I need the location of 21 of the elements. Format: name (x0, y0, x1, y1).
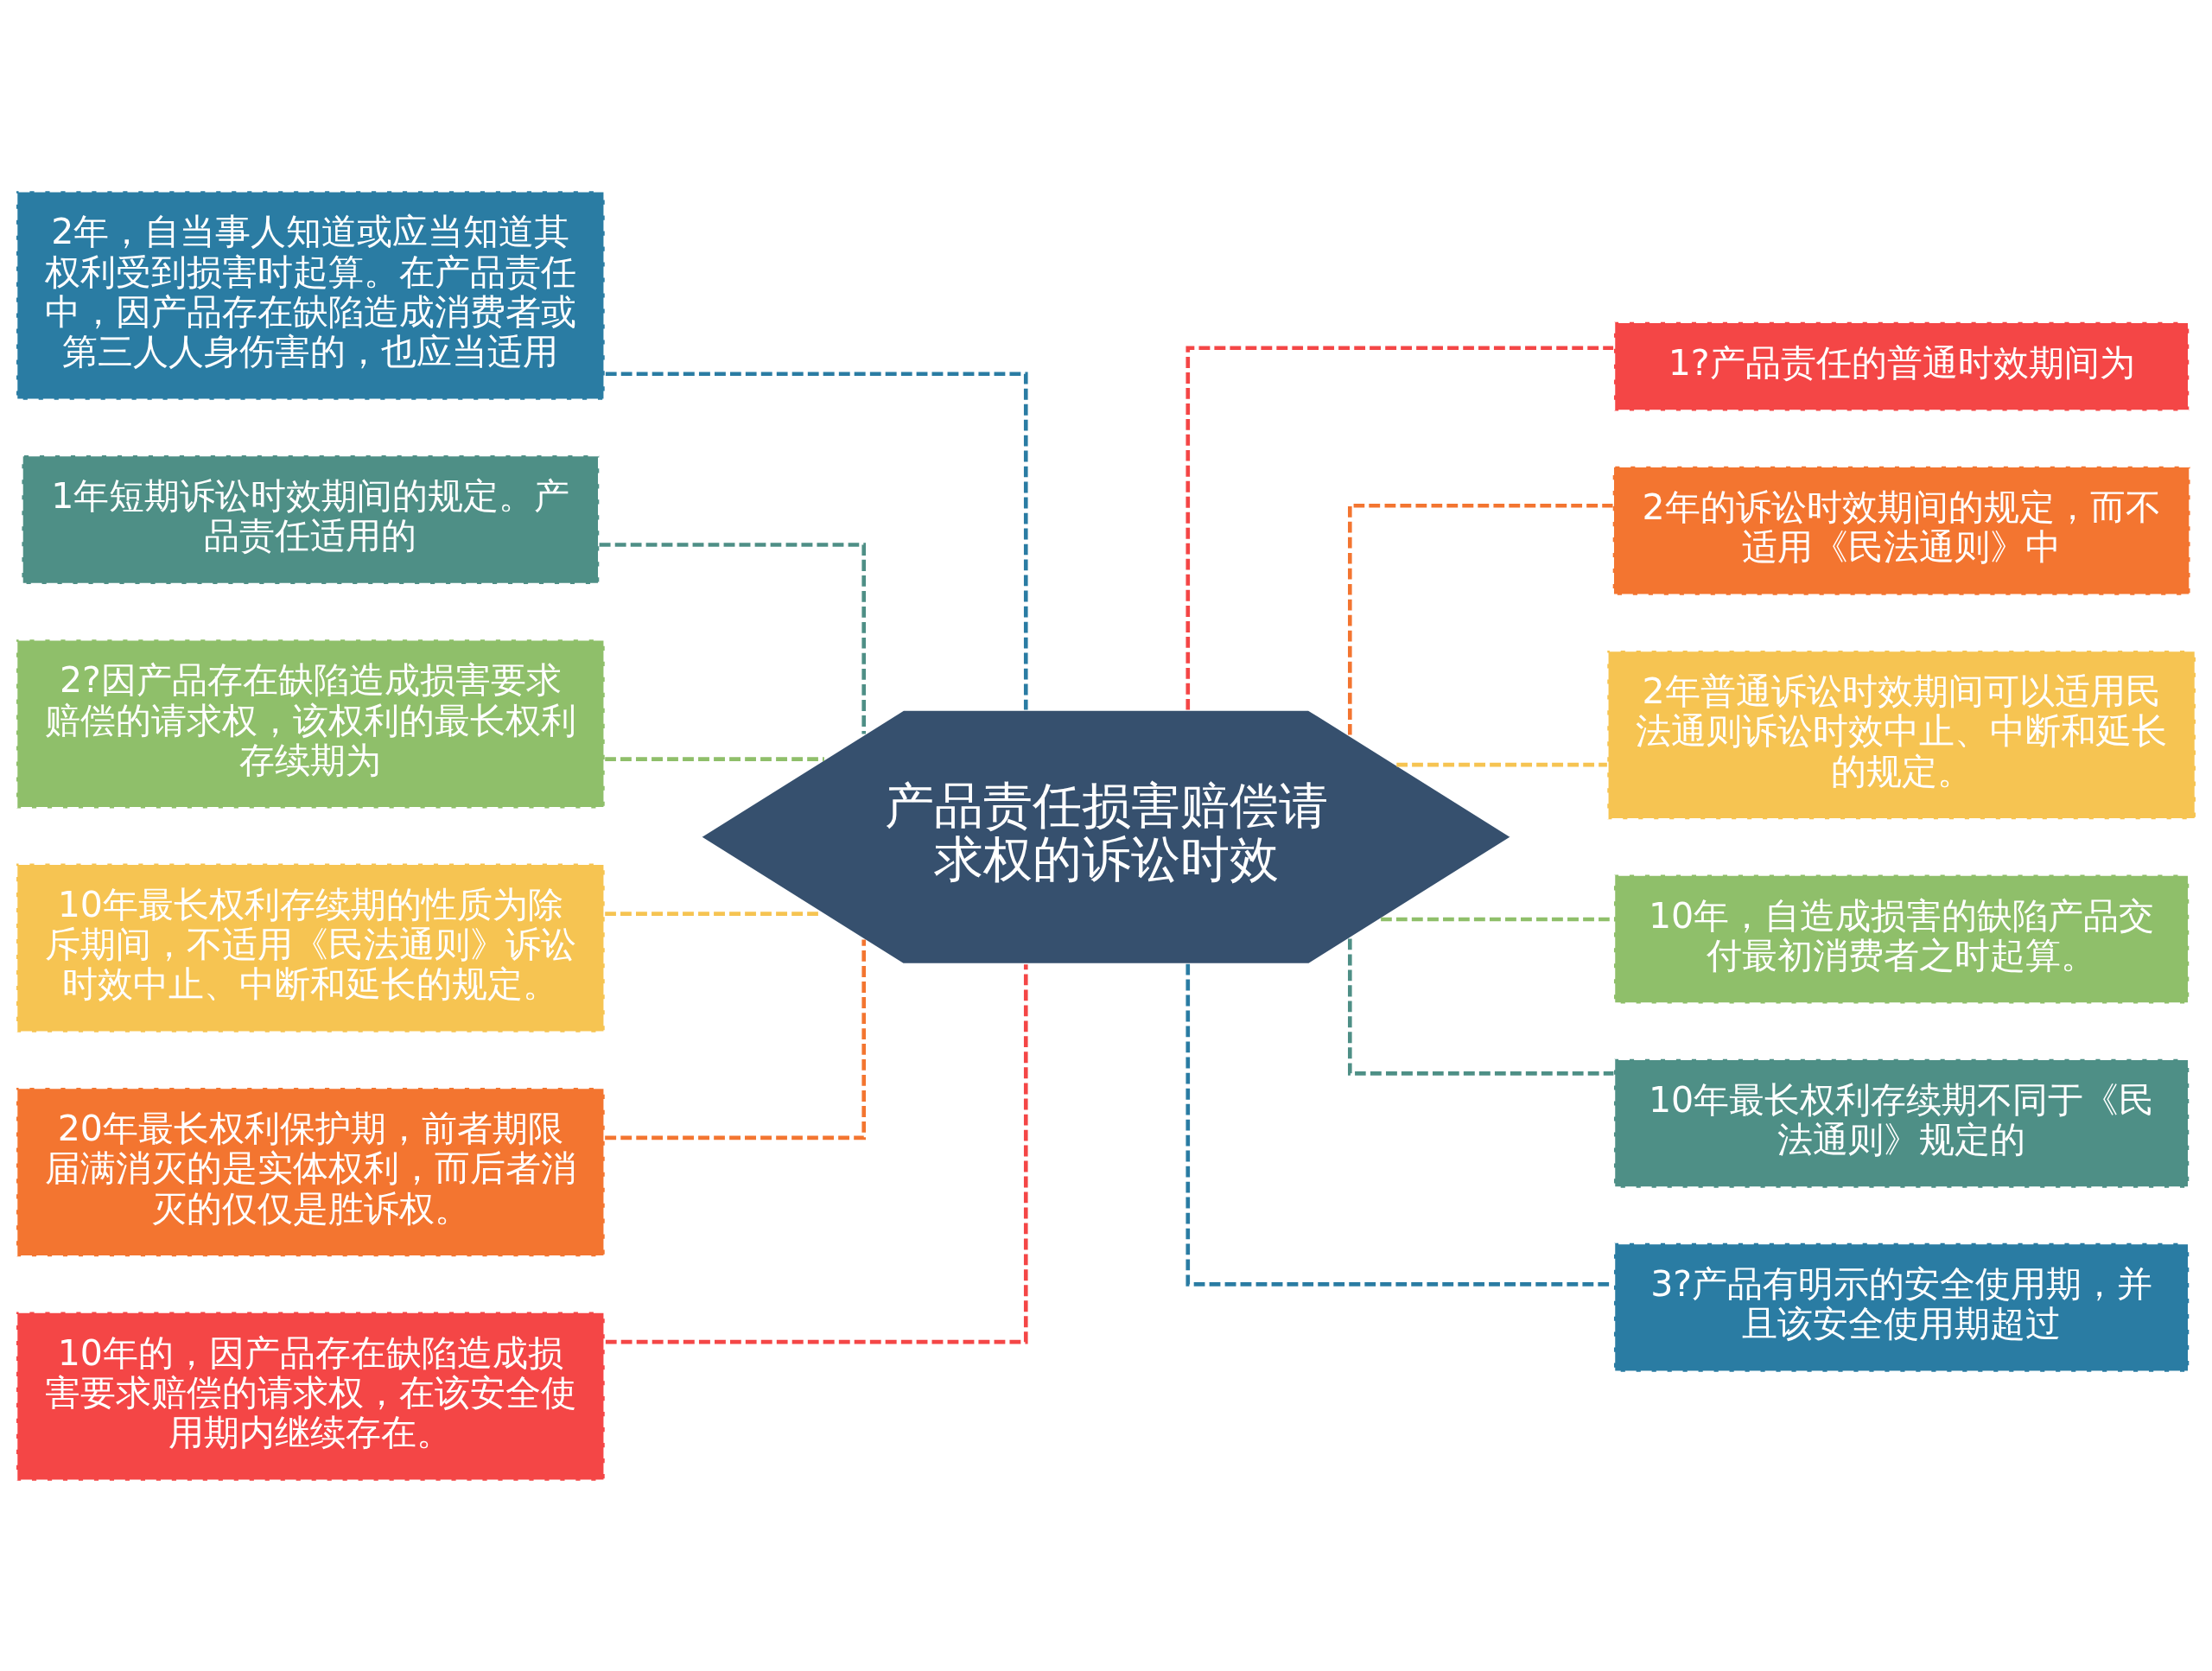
connector (605, 371, 1028, 710)
connector (1348, 937, 1614, 1076)
node-box: 2年普通诉讼时效期间可以适用民法通则诉讼时效中止、中断和延长的规定。 (1606, 649, 2197, 820)
connector (605, 939, 867, 1140)
node-box: 2?因产品存在缺陷造成损害要求赔偿的请求权，该权利的最长权利存续期为 (15, 638, 606, 810)
connector (1185, 346, 1614, 710)
node-box: 2年的诉讼时效期间的规定，而不适用《民法通则》中 (1611, 465, 2191, 596)
connector (1396, 762, 1607, 766)
node-box: 3?产品有明示的安全使用期，并且该安全使用期超过 (1612, 1242, 2190, 1373)
connector (599, 542, 867, 734)
connector (605, 963, 1028, 1344)
connector (605, 756, 824, 761)
node-box: 1?产品责任的普通时效期间为 (1612, 321, 2190, 412)
node-box: 10年最长权利存续期不同于《民法通则》规定的 (1612, 1057, 2190, 1189)
node-box: 1年短期诉讼时效期间的规定。产品责任适用的 (21, 454, 601, 585)
node-box: 20年最长权利保护期，前者期限届满消灭的是实体权利，而后者消灭的仅仅是胜诉权。 (15, 1086, 606, 1258)
node-box: 10年，自造成损害的缺陷产品交付最初消费者之时起算。 (1612, 873, 2190, 1005)
node-box: 10年最长权利存续期的性质为除斥期间，不适用《民法通则》诉讼时效中止、中断和延长的规定。 (15, 861, 606, 1033)
node-box: 10年的，因产品存在缺陷造成损害要求赔偿的请求权，在该安全使用期内继续存在。 (15, 1310, 606, 1482)
node-box: 2年，自当事人知道或应当知道其权利受到损害时起算。在产品责任中，因产品存在缺陷造成消费者或第三人人身伤害的，也应当适用 (15, 189, 606, 401)
connector (1348, 503, 1613, 735)
